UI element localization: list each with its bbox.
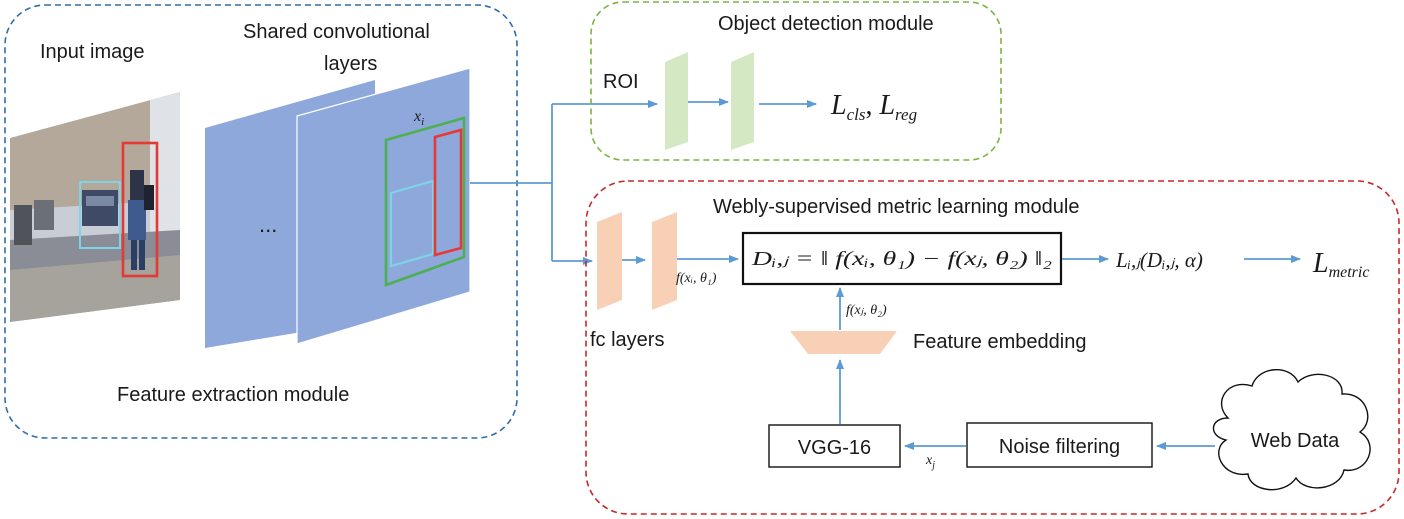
metric-fc-layer-2 <box>652 212 677 310</box>
noise-filtering-label: Noise filtering <box>999 436 1120 458</box>
feature-embedding-label: Feature embedding <box>913 331 1086 353</box>
fc-output-label: f(xᵢ, θ₁) <box>676 271 717 286</box>
fc-layers-label: fc layers <box>590 329 664 351</box>
detection-fc-layer-1 <box>665 52 688 150</box>
conv-layer-front <box>296 67 471 345</box>
person-feature-region <box>433 128 463 257</box>
metric-loss: Lmetric <box>1312 248 1369 281</box>
web-data-label: Web Data <box>1251 430 1340 452</box>
metric-fc-layer-1 <box>597 212 622 310</box>
feature-embedding-shape <box>790 331 897 354</box>
web-feature-var: xj <box>925 453 935 471</box>
web-data-cloud-icon <box>1212 368 1371 491</box>
metric-learning-module-box <box>585 180 1400 515</box>
car-feature-region <box>389 179 435 268</box>
car-bounding-box <box>79 181 121 249</box>
feature-extraction-module-box <box>4 4 518 439</box>
person-bounding-box <box>121 141 159 278</box>
vgg16-label: VGG-16 <box>798 437 871 459</box>
distance-formula: Dᵢ,ⱼ = ‖ f(xᵢ, θ₁) − f(xⱼ, θ₂) ‖₂ <box>751 248 1052 270</box>
input-image-label: Input image <box>40 41 145 63</box>
shared-conv-label-line1: Shared convolutional <box>243 21 430 43</box>
feature-extraction-title: Feature extraction module <box>117 384 349 406</box>
embedding-output-label: f(xⱼ, θ₂) <box>846 303 887 318</box>
pair-loss: Lᵢ,ⱼ(Dᵢ,ⱼ, α) <box>1115 248 1203 272</box>
vgg16-box <box>768 424 901 468</box>
noise-filtering-box <box>966 422 1153 468</box>
detection-losses: Lcls, Lreg <box>830 90 917 124</box>
object-detection-module-box <box>590 1 1002 161</box>
detection-fc-layer-2 <box>731 52 754 150</box>
object-detection-title: Object detection module <box>718 13 934 35</box>
conv-ellipsis: ... <box>259 212 277 237</box>
distance-formula-box <box>741 231 1063 286</box>
roi-label: ROI <box>603 71 639 93</box>
metric-learning-title: Webly-supervised metric learning module <box>713 196 1079 218</box>
shared-conv-label-line2: layers <box>324 53 377 75</box>
roi-feature-region <box>384 116 466 287</box>
feature-var-xi: xi <box>413 108 424 128</box>
